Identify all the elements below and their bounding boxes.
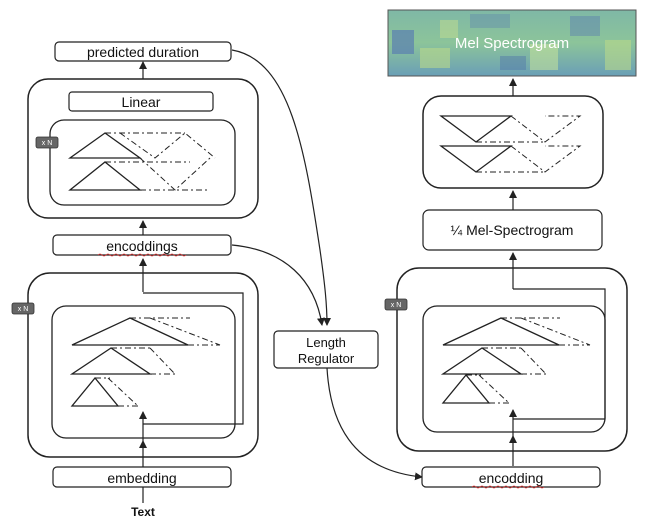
stacked-layer-dashes (105, 132, 216, 159)
length-regulator-to-encodding-curve (326, 367, 423, 481)
duration-to-length-regulator-curve (231, 49, 331, 326)
repeat-badge (11, 302, 35, 315)
residual-connection (513, 288, 606, 420)
encoddings-to-length-regulator-curve (231, 244, 325, 326)
linear-box (68, 91, 214, 112)
stacked-layer-dashes (482, 347, 547, 375)
linear-label: Linear (122, 94, 161, 110)
stacked-layer-dashes (130, 317, 221, 346)
spellcheck-underline (97, 253, 187, 257)
upsample-triangle (439, 145, 513, 173)
embedding-label: embedding (107, 470, 176, 486)
mel-spectrogram-image (387, 9, 637, 77)
repeat-badge (35, 136, 59, 149)
conv-layer-triangle (70, 376, 120, 407)
conv-layer-triangle (67, 132, 143, 159)
upsample-triangle (439, 115, 513, 143)
length-regulator-box (273, 330, 379, 369)
quarter-mel-box (422, 209, 603, 251)
conv-layer-triangle (441, 373, 491, 404)
residual-connection (143, 292, 244, 425)
predicted-duration-box (54, 41, 232, 62)
attention-layer-triangle (442, 317, 560, 346)
stacked-layer-dashes (111, 347, 176, 375)
encodding-box (421, 466, 601, 488)
predicted-duration-label: predicted duration (87, 44, 199, 60)
attention-layer-triangle (71, 317, 189, 346)
repeat-badge (384, 298, 408, 311)
stacked-layer-dashes (476, 115, 582, 143)
repeat-badge-label: x N (42, 140, 53, 147)
embedding-box (52, 466, 232, 488)
spellcheck-underline (471, 485, 545, 489)
conv-layer-triangle (68, 161, 142, 191)
length-regulator-label-line1: Length (306, 335, 346, 350)
quarter-mel-label: ¼ Mel-Spectrogram (451, 222, 574, 238)
text-input-label: Text (131, 505, 155, 519)
stacked-layer-dashes (105, 157, 211, 191)
encoddings-label: encoddings (106, 238, 178, 254)
encodding-label: encodding (479, 470, 544, 486)
length-regulator-label-line2: Regulator (298, 351, 355, 366)
stacked-layer-dashes (476, 145, 582, 173)
conv-layer-triangle (69, 347, 153, 375)
mel-spectrogram-label: Mel Spectrogram (455, 35, 569, 52)
conv-layer-triangle (440, 347, 524, 375)
repeat-badge-label: x N (391, 302, 402, 309)
repeat-badge-label: x N (18, 306, 29, 313)
stacked-layer-dashes (501, 317, 591, 346)
stacked-layer-dashes (95, 377, 139, 407)
stacked-layer-dashes (466, 374, 510, 404)
